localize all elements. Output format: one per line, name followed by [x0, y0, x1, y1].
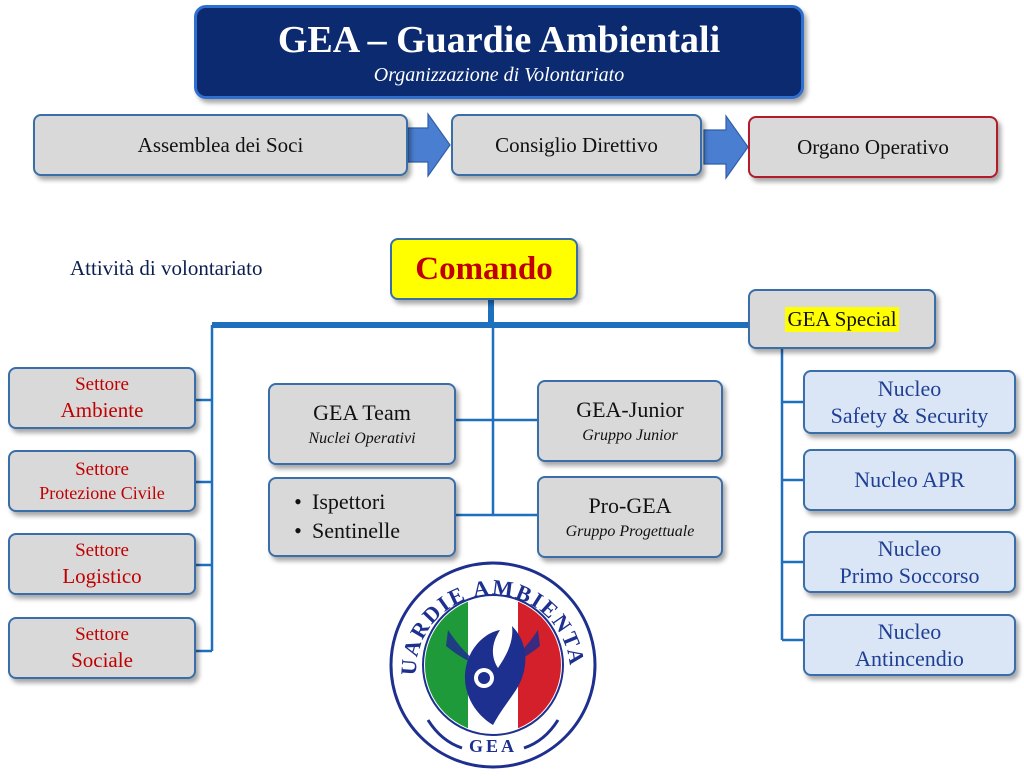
gea-team-box: GEA Team Nuclei Operativi [268, 383, 456, 465]
assemblea-box: Assemblea dei Soci [33, 114, 408, 176]
ispettori-sentinelle-box: •Ispettori •Sentinelle [268, 477, 456, 557]
gea-team-subtitle: Nuclei Operativi [308, 430, 416, 447]
settore-logistico-box: Settore Logistico [8, 533, 196, 595]
comando-box: Comando [390, 238, 578, 300]
bullet-sentinelle: •Sentinelle [294, 518, 400, 543]
header-subtitle: Organizzazione di Volontariato [373, 63, 625, 86]
gea-team-title: GEA Team [313, 400, 411, 425]
flow-arrow-2 [703, 114, 749, 180]
logo-flag-icon [425, 597, 561, 733]
nucleo-line1: Nucleo [877, 618, 942, 644]
header-title: GEA – Guardie Ambientali [277, 19, 721, 61]
settore-line2: Ambiente [60, 397, 144, 422]
nucleo-line2: Safety & Security [830, 403, 989, 428]
settore-line1: Settore [75, 458, 129, 480]
pro-gea-box: Pro-GEA Gruppo Progettuale [537, 476, 723, 558]
consiglio-box: Consiglio Direttivo [451, 114, 702, 176]
nucleo-antincendio-box: Nucleo Antincendio [803, 614, 1016, 676]
organo-operativo-label: Organo Operativo [797, 134, 949, 159]
settore-line1: Settore [75, 373, 129, 395]
flow-arrow-1 [407, 112, 451, 178]
pro-gea-title: Pro-GEA [588, 493, 672, 518]
settore-line1: Settore [75, 539, 129, 561]
nucleo-apr-box: Nucleo APR [803, 449, 1016, 511]
nucleo-safety-security-box: Nucleo Safety & Security [803, 370, 1016, 434]
nucleo-line2: Antincendio [855, 646, 964, 671]
gea-junior-title: GEA-Junior [576, 397, 684, 422]
settore-ambiente-box: Settore Ambiente [8, 367, 196, 429]
header-banner: GEA – Guardie Ambientali Organizzazione … [194, 5, 804, 99]
settore-line2: Sociale [71, 647, 133, 672]
nucleo-line2: Primo Soccorso [839, 563, 980, 588]
gea-special-label: GEA Special [785, 306, 899, 332]
consiglio-label: Consiglio Direttivo [495, 132, 658, 157]
gea-junior-subtitle: Gruppo Junior [582, 427, 678, 444]
gea-junior-box: GEA-Junior Gruppo Junior [537, 380, 723, 462]
settore-line1: Settore [75, 623, 129, 645]
gea-logo: GUARDIE AMBIENTALI GEA [388, 560, 597, 769]
nucleo-primo-soccorso-box: Nucleo Primo Soccorso [803, 531, 1016, 593]
logo-bottom-text: GEA [469, 736, 517, 756]
assemblea-label: Assemblea dei Soci [137, 132, 304, 157]
gea-special-box: GEA Special [748, 289, 936, 349]
nucleo-line1: Nucleo [877, 535, 942, 561]
nucleo-line1: Nucleo APR [854, 467, 965, 493]
settore-sociale-box: Settore Sociale [8, 617, 196, 679]
settore-line2: Protezione Civile [39, 482, 165, 503]
nucleo-line1: Nucleo [877, 375, 942, 401]
comando-label: Comando [415, 250, 553, 287]
settore-line2: Logistico [62, 563, 142, 588]
attivita-label: Attività di volontariato [70, 256, 263, 280]
settore-protezione-civile-box: Settore Protezione Civile [8, 450, 196, 512]
pro-gea-subtitle: Gruppo Progettuale [565, 523, 695, 540]
bullet-ispettori: •Ispettori [294, 489, 386, 515]
organo-operativo-box: Organo Operativo [748, 116, 998, 178]
